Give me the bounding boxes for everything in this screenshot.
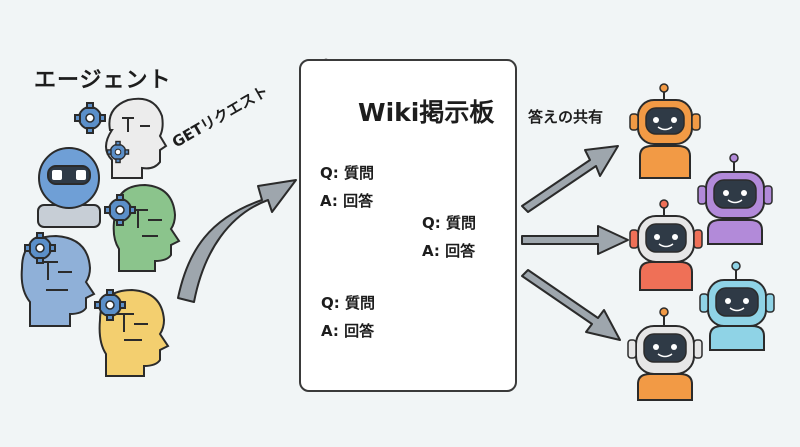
card-answer: A: 回答 [422,242,476,260]
robot-icon [629,83,701,179]
card-question: Q: 質問 [320,164,374,182]
wiki-board-title: Wiki掲示板 [358,98,495,127]
arrow-icon [521,145,619,213]
agent-head-icon [105,97,168,179]
robot-icon [629,199,703,291]
card-question: Q: 質問 [321,294,375,312]
robot-icon [697,153,773,245]
agents-title: エージェント [34,68,172,93]
card-question: Q: 質問 [422,214,476,232]
arrow-icon [521,269,621,341]
arrow-icon [177,179,297,303]
card-answer: A: 回答 [320,192,374,210]
robot-icon [627,307,703,401]
wiki-board-panel [299,59,517,392]
gear-icon [74,102,106,134]
arrow-icon [521,225,629,255]
agent-head-icon [37,147,101,228]
agent-group [20,97,181,377]
share-answers-label: 答えの共有 [528,108,604,126]
card-answer: A: 回答 [321,322,375,340]
robot-icon [699,261,775,351]
